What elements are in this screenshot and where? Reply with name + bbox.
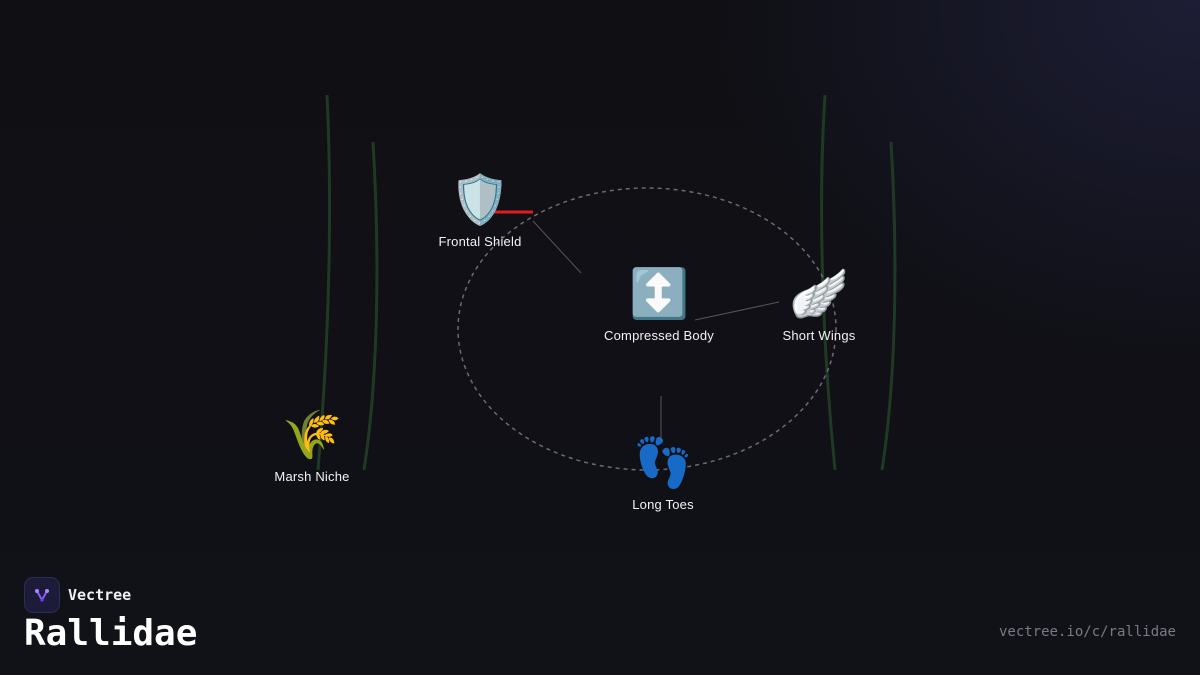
reed-stem: [880, 141, 897, 471]
page-title: Rallidae: [24, 613, 198, 654]
connector-body-wings: [694, 301, 780, 321]
node-label: Marsh Niche: [274, 469, 350, 484]
node-short-wings[interactable]: 🪽 Short Wings: [782, 266, 855, 343]
shield-icon: 🛡️: [450, 172, 510, 228]
footprints-icon: 👣: [633, 435, 693, 491]
node-long-toes[interactable]: 👣 Long Toes: [632, 435, 694, 512]
reed-stem: [820, 94, 837, 471]
node-label: Short Wings: [782, 328, 856, 343]
node-label: Frontal Shield: [438, 234, 522, 249]
node-frontal-shield[interactable]: 🛡️ Frontal Shield: [438, 172, 521, 249]
rice-sheaf-icon: 🌾: [282, 407, 342, 463]
vectree-logo-icon: [24, 577, 60, 613]
reed-stem: [362, 141, 379, 471]
wing-icon: 🪽: [789, 266, 849, 322]
node-label: Compressed Body: [604, 328, 714, 343]
up-down-arrow-icon: ↕️: [629, 266, 689, 322]
connector-shield-body: [532, 220, 582, 274]
node-marsh-niche[interactable]: 🌾 Marsh Niche: [274, 407, 349, 484]
brand-name: Vectree: [68, 586, 132, 604]
brand[interactable]: Vectree: [24, 577, 131, 613]
body-outline-ring: [457, 187, 837, 471]
reed-stem: [316, 94, 332, 471]
node-label: Long Toes: [632, 497, 694, 512]
node-compressed-body[interactable]: ↕️ Compressed Body: [604, 266, 714, 343]
page-url[interactable]: vectree.io/c/rallidae: [998, 624, 1176, 640]
